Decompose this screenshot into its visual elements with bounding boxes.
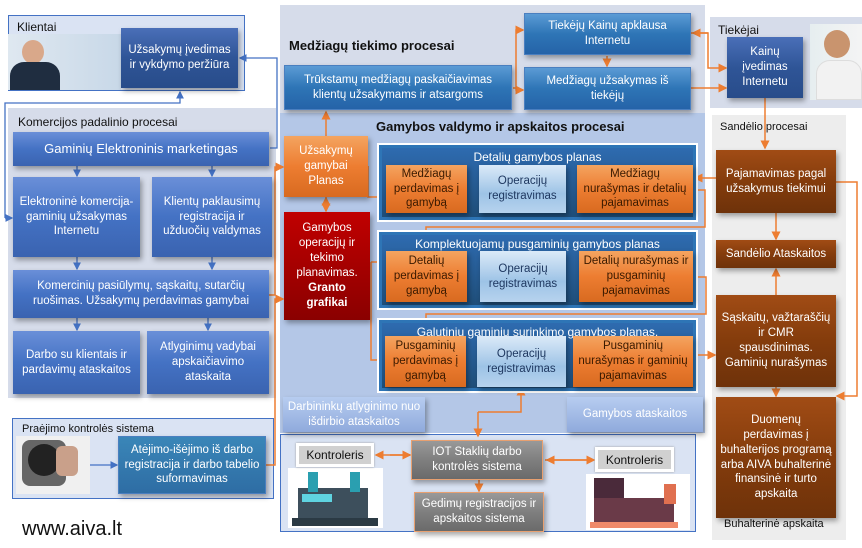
website-link[interactable]: www.aiva.lt [22, 518, 123, 540]
client-photo [8, 34, 121, 90]
shortage-calc-box[interactable]: Trūkstamų medžiagų paskaičiavimas klient… [284, 65, 512, 110]
plan-step-writeoff[interactable]: Medžiagų nurašymas ir detalių pajamavima… [577, 165, 693, 213]
sales-reports-box[interactable]: Darbo su klientais ir pardavimų ataskait… [13, 331, 140, 394]
fault-registration-box[interactable]: Gedimų registracijos ir apskaitos sistem… [414, 492, 544, 532]
gantt-charts-text: Granto grafikai [306, 281, 348, 309]
plan-step-transfer[interactable]: Detalių perdavimas į gamybą [386, 251, 467, 302]
access-reader-photo [16, 436, 90, 494]
receiving-box[interactable]: Pajamavimas pagal užsakymus tiekimui [716, 150, 836, 213]
order-entry-box[interactable]: Užsakymų įvedimas ir vykdymo peržiūra [121, 28, 238, 88]
plan-step-transfer[interactable]: Medžiagų perdavimas į gamybą [386, 165, 467, 213]
attendance-registration-box[interactable]: Atėjimo-išėjimo iš darbo registracija ir… [118, 436, 266, 494]
plan-title: Galutinių gaminių surinkimo gamybos plan… [416, 325, 659, 339]
warehouse-label: Sandėlio procesai [720, 121, 808, 133]
order-plan-box[interactable]: Užsakymų gamybai Planas [284, 136, 368, 197]
scheduling-text: Gamybos operacijų ir tekimo planavimas. [296, 222, 358, 279]
plan-step-operations[interactable]: Operacijų registravimas [477, 336, 566, 387]
plan-step-transfer[interactable]: Pusgaminių perdavimas į gamybą [385, 336, 466, 387]
invoices-box[interactable]: Sąskaitų, važtaraščių ir CMR spausdinima… [716, 295, 836, 387]
offers-box[interactable]: Komercinių pasiūlymų, sąskaitų, sutarčių… [13, 270, 269, 318]
ecommerce-box[interactable]: Elektroninė komercija- gaminių užsakymas… [13, 177, 140, 257]
accounting-transfer-box[interactable]: Duomenų perdavimas į buhalterijos progra… [716, 397, 836, 518]
worker-pay-reports-box[interactable]: Darbininkų atlyginimo nuo išdirbio atask… [283, 397, 425, 432]
controller-left[interactable]: Kontroleris [296, 443, 374, 467]
access-label: Praėjimo kontrolės sistema [22, 423, 155, 435]
clients-label: Klientai [17, 20, 57, 34]
plan-step-writeoff[interactable]: Detalių nurašymas ir pusgaminių pajamavi… [579, 251, 693, 302]
scheduling-box[interactable]: Gamybos operacijų ir tekimo planavimas. … [284, 212, 370, 320]
inquiries-box[interactable]: Klientų paklausimų registracija ir užduo… [152, 177, 272, 257]
accounting-label: Buhalterinė apskaita [724, 518, 824, 530]
plan-step-operations[interactable]: Operacijų registravimas [479, 165, 566, 213]
price-survey-box[interactable]: Tiekėjų Kainų apklausa Internetu [524, 13, 691, 55]
controller-right[interactable]: Kontroleris [595, 447, 674, 472]
supply-title: Medžiagų tiekimo procesai [289, 38, 455, 53]
plan-title: Detalių gamybos planas [473, 150, 602, 164]
price-entry-box[interactable]: Kainų įvedimas Internetu [727, 37, 803, 98]
suppliers-label: Tiekėjai [718, 23, 759, 37]
pay-report-box[interactable]: Atlyginimų vadybai apskaičiavimo ataskai… [147, 331, 269, 394]
cnc-machine-icon [288, 468, 383, 528]
supplier-photo [810, 24, 862, 100]
plan-step-operations[interactable]: Operacijų registravimas [480, 251, 566, 302]
warehouse-reports-box[interactable]: Sandėlio Ataskaitos [716, 240, 836, 268]
marketing-box[interactable]: Gaminių Elektroninis marketingas [13, 132, 269, 166]
production-reports-box[interactable]: Gamybos ataskaitos [567, 397, 703, 432]
commerce-label: Komercijos padalinio procesai [18, 115, 178, 129]
plan-title: Komplektuojamų pusgaminių gamybos planas [415, 237, 660, 251]
plan-step-writeoff[interactable]: Pusgaminių nurašymas ir gaminių pajamavi… [573, 336, 693, 387]
lathe-machine-icon [586, 474, 690, 530]
production-title: Gamybos valdymo ir apskaitos procesai [376, 119, 625, 134]
iot-system-box[interactable]: IOT Staklių darbo kontrolės sistema [411, 440, 543, 480]
material-order-box[interactable]: Medžiagų užsakymas iš tiekėjų [524, 67, 691, 110]
